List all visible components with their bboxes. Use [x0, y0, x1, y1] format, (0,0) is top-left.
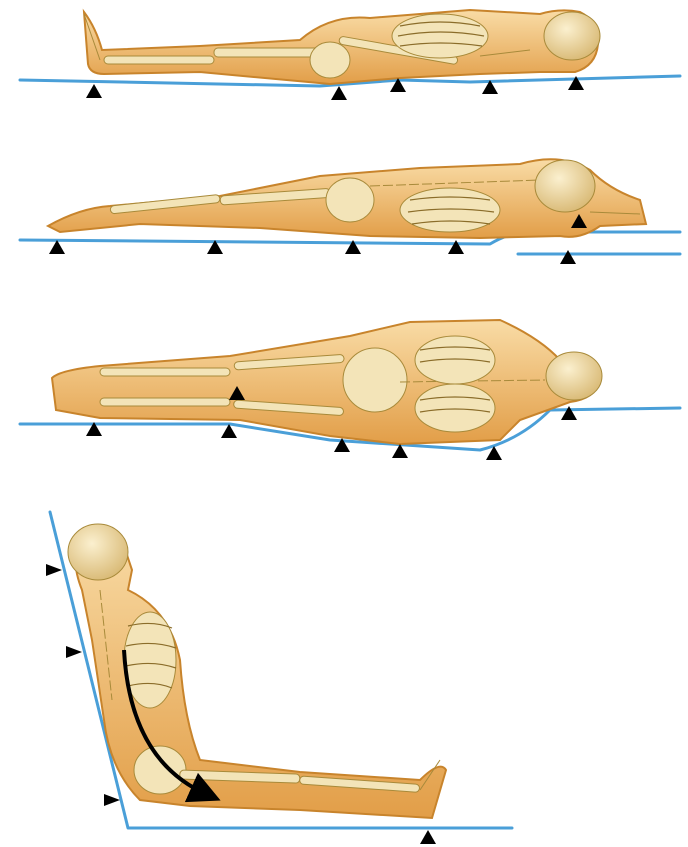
pressure-point-shoulder — [560, 250, 576, 264]
pressure-point-chest — [448, 240, 464, 254]
skull — [544, 12, 600, 60]
panel-lateral — [20, 320, 680, 460]
panel-supine — [20, 10, 680, 100]
pressure-point-scapula — [66, 646, 82, 658]
pressure-point-heel — [420, 830, 436, 844]
skull — [535, 160, 595, 212]
panel-sitting — [46, 512, 512, 844]
pressure-point-ear — [561, 406, 577, 420]
pressure-point-heel — [86, 84, 102, 98]
pressure-point-sacrum — [331, 86, 347, 100]
skull — [546, 352, 602, 400]
pressure-point-toes — [49, 240, 65, 254]
skull — [68, 524, 128, 580]
panel-prone — [20, 159, 680, 264]
pressure-point-occiput — [46, 564, 62, 576]
pressure-point-sacrum — [104, 794, 120, 806]
